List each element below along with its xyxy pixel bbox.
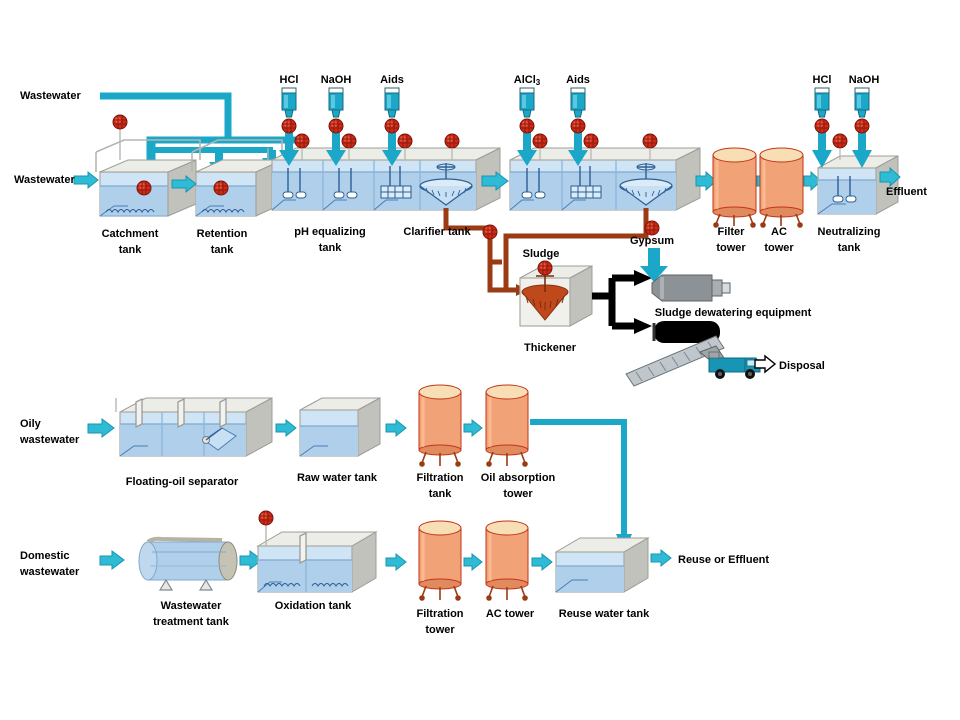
flow-arrow-catchment-retention (171, 174, 197, 194)
label-clarifier-tank: Clarifier tank (403, 226, 471, 238)
label-neutralizing-tank-1: Neutralizing (818, 226, 881, 238)
label-oily-wastewater-2: wastewater (19, 434, 80, 446)
wastewater-treatment-tank[interactable] (138, 536, 238, 591)
sludge-press-unit[interactable] (652, 321, 720, 343)
label-wastewater-treatment-tank-2: treatment tank (153, 616, 230, 628)
chemical-dosing-arrows (279, 124, 872, 168)
label-ac-tower-1: AC (771, 226, 787, 238)
filtration-tower-domestic[interactable] (418, 520, 462, 601)
flow-arrow-separator-to-raw (275, 418, 297, 438)
coagulation-train[interactable] (509, 147, 701, 211)
flow-arrow-oily-inlet (87, 418, 115, 438)
floating-oil-separator[interactable] (115, 397, 273, 457)
label-chemical-naoh-2: NaOH (849, 74, 880, 86)
raw-water-tank[interactable] (299, 397, 381, 457)
label-catchment-tank-1: Catchment (102, 228, 159, 240)
thickener-outlet-piping (592, 270, 652, 334)
gypsum-dosing-arrow (640, 248, 668, 282)
reuse-water-tank[interactable] (554, 537, 650, 593)
label-filter-tower-1: Filter (718, 226, 746, 238)
label-gypsum: Gypsum (630, 235, 674, 247)
flow-arrow-to-filter-tower (695, 170, 717, 192)
clarifier-rake (419, 163, 473, 206)
flow-arrow-domestic-inlet (99, 550, 125, 570)
oil-absorption-tower[interactable] (485, 384, 529, 467)
conveyor-icon (625, 335, 725, 387)
label-retention-tank-2: tank (211, 244, 235, 256)
ac-tower-domestic[interactable] (485, 520, 529, 601)
label-sludge: Sludge (523, 248, 560, 260)
clarifier-rake-2 (619, 163, 673, 206)
truck-icon (699, 345, 761, 379)
label-filtration-tower-1: Filtration (416, 608, 463, 620)
label-raw-water-tank: Raw water tank (297, 472, 378, 484)
ph-equalizing-clarifier-train[interactable] (267, 147, 501, 211)
oxidation-tank[interactable] (256, 510, 378, 593)
filtration-tank-oily[interactable] (418, 384, 462, 467)
flow-arrow-filtration-to-absorption (463, 418, 483, 438)
flow-arrow-ac-to-reuse (531, 552, 553, 572)
oil-skimmer-icon (202, 427, 237, 451)
label-effluent: Effluent (886, 186, 927, 198)
label-oily-wastewater-1: Oily (20, 418, 42, 430)
label-filtration-tank-2: tank (429, 488, 453, 500)
label-chemical-aids-2: Aids (566, 74, 590, 86)
valves-and-probes-top (112, 114, 870, 196)
label-sludge-dewatering-equipment: Sludge dewatering equipment (655, 307, 812, 319)
label-chemical-alcl3: AlCl3 (514, 74, 541, 87)
flow-arrow-ac-to-neutralizing (803, 170, 822, 192)
label-ac-tower-domestic: AC tower (486, 608, 535, 620)
label-filtration-tower-2: tower (425, 624, 455, 636)
flow-arrow-reuse-out (650, 548, 672, 568)
label-reuse-or-effluent: Reuse or Effluent (678, 554, 769, 566)
label-wastewater-treatment-tank-1: Wastewater (161, 600, 222, 612)
flow-arrow-oxidation-to-filtration (385, 552, 407, 572)
disposal-arrow-icon (754, 354, 777, 374)
label-chemical-hcl-1: HCl (280, 74, 299, 86)
label-wastewater-main: Wastewater (14, 174, 75, 186)
label-oil-absorption-tower-1: Oil absorption (481, 472, 556, 484)
flow-arrow-effluent-out (879, 166, 901, 188)
label-chemical-aids-1: Aids (380, 74, 404, 86)
ac-tower[interactable] (759, 147, 804, 228)
flow-arrow-clarifier-out (481, 171, 509, 191)
label-oxidation-tank: Oxidation tank (275, 600, 352, 612)
flow-arrow-treatment-to-oxidation (239, 550, 263, 570)
label-ac-tower-2: tower (764, 242, 794, 254)
label-catchment-tank-2: tank (119, 244, 143, 256)
label-thickener: Thickener (524, 342, 577, 354)
label-neutralizing-tank-2: tank (838, 242, 862, 254)
label-ph-equalizing-tank-1: pH equalizing (294, 226, 366, 238)
conveyor-and-truck (625, 335, 777, 387)
label-ph-equalizing-tank-2: tank (319, 242, 343, 254)
filter-tower[interactable] (712, 147, 757, 228)
label-filter-tower-2: tower (716, 242, 746, 254)
label-floating-oil-separator: Floating-oil separator (126, 476, 239, 488)
label-oil-absorption-tower-2: tower (503, 488, 533, 500)
label-chemical-naoh-1: NaOH (321, 74, 352, 86)
neutralizing-tank[interactable] (817, 155, 899, 215)
label-wastewater-top: Wastewater (20, 90, 81, 102)
label-chemical-hcl-2: HCl (813, 74, 832, 86)
label-domestic-wastewater-1: Domestic (20, 550, 70, 562)
thickener[interactable] (519, 260, 593, 327)
flow-arrow-raw-to-filtration (385, 418, 407, 438)
label-filtration-tank-1: Filtration (416, 472, 463, 484)
sludge-dewatering-equipment[interactable] (651, 274, 731, 302)
label-retention-tank-1: Retention (197, 228, 248, 240)
label-reuse-water-tank: Reuse water tank (559, 608, 650, 620)
flow-arrow-filtration-to-ac-domestic (463, 552, 483, 572)
label-domestic-wastewater-2: wastewater (19, 566, 80, 578)
flow-arrow-wastewater-inlet (73, 170, 99, 190)
label-disposal: Disposal (779, 360, 825, 372)
